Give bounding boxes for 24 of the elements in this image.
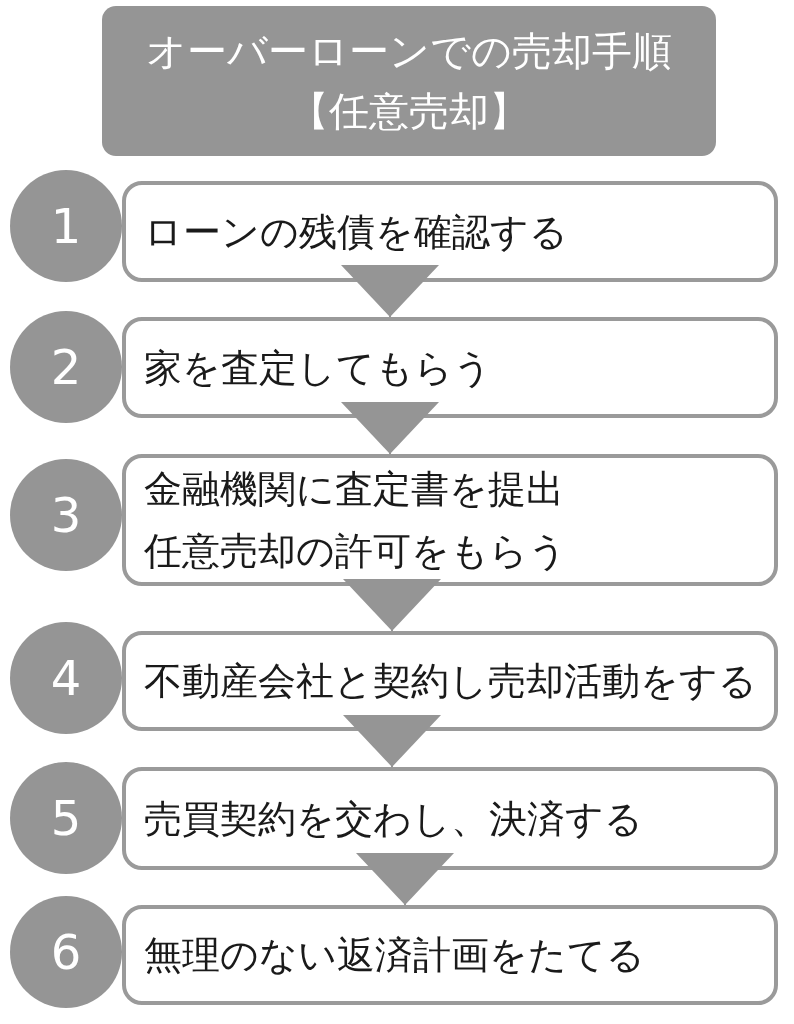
step-box	[122, 905, 778, 1005]
step-text: ローンの残債を確認する	[144, 208, 568, 256]
arrow	[343, 715, 441, 768]
number-circle: 6	[10, 896, 122, 1008]
title-banner: オーバーローンでの売却手順【任意売却】	[102, 6, 716, 156]
arrow	[343, 579, 441, 632]
step-box	[122, 767, 778, 870]
step-box	[122, 181, 778, 282]
number-circle: 3	[10, 459, 122, 571]
number-circle: 1	[10, 170, 122, 282]
arrow	[341, 402, 439, 455]
number-circle: 4	[10, 622, 122, 734]
step-box	[122, 631, 778, 731]
number-circle: 2	[10, 311, 122, 423]
step-box	[122, 454, 778, 586]
step-text: 不動産会社と契約し売却活動をする	[144, 658, 757, 705]
step-text: 無理のない返済計画をたてる	[144, 932, 645, 979]
step-text: 金融機関に査定書を提出任意売却の許可をもらう	[144, 466, 568, 575]
arrow	[341, 265, 439, 318]
step-box	[122, 317, 778, 418]
step-text: 家を査定してもらう	[144, 344, 492, 392]
step-text: 売買契約を交わし、決済する	[144, 795, 643, 843]
number-circle: 5	[10, 762, 122, 874]
arrow	[356, 853, 454, 906]
